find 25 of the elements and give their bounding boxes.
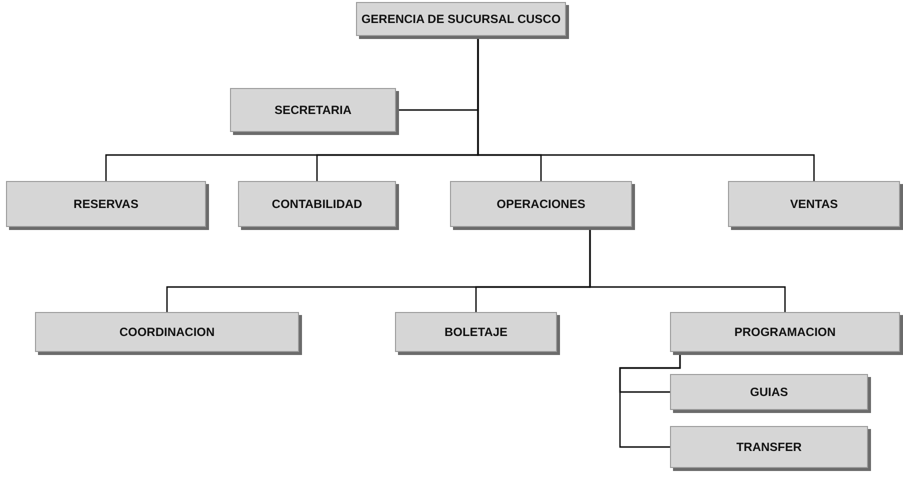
org-box — [670, 312, 900, 352]
box-label: CONTABILIDAD — [272, 196, 362, 213]
box-label: VENTAS — [790, 196, 838, 213]
org-box — [395, 312, 557, 352]
box-label: COORDINACION — [119, 324, 215, 341]
connector-line — [589, 227, 786, 312]
box-label: TRANSFER — [736, 439, 802, 456]
box-label: BOLETAJE — [444, 324, 508, 341]
org-box — [670, 374, 868, 410]
box-label: GUIAS — [750, 384, 788, 401]
org-box — [356, 2, 566, 36]
org-box — [238, 181, 396, 227]
connector-line — [619, 352, 681, 448]
box-label: GERENCIA DE SUCURSAL CUSCO — [361, 11, 561, 28]
box-label: RESERVAS — [74, 196, 138, 213]
org-box — [6, 181, 206, 227]
box-label: PROGRAMACION — [734, 324, 836, 341]
org-box — [450, 181, 632, 227]
box-label: OPERACIONES — [496, 196, 586, 213]
org-box — [670, 426, 868, 468]
connector-line — [477, 36, 815, 181]
org-box — [35, 312, 299, 352]
org-box — [728, 181, 900, 227]
org-box — [230, 88, 396, 132]
box-label: SECRETARIA — [274, 102, 352, 119]
